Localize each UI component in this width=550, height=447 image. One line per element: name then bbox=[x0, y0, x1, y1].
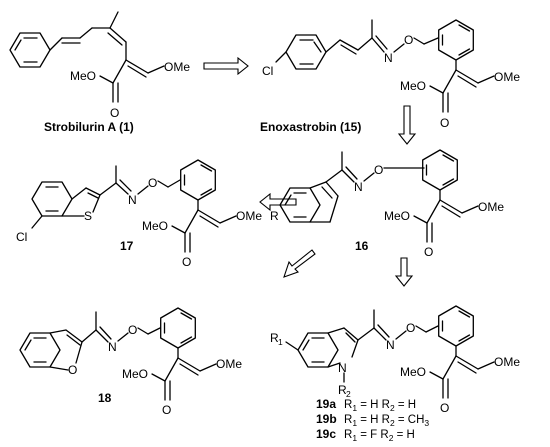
furan-oxygen-label: O bbox=[68, 363, 77, 377]
methoxy-label: OMe bbox=[164, 60, 190, 74]
oxime-oxygen-label: O bbox=[404, 33, 413, 47]
chlorine-label: Cl bbox=[262, 64, 273, 78]
methyl-ester-label: MeO bbox=[384, 209, 410, 223]
methoxy-label: OMe bbox=[216, 357, 242, 371]
compound-enoxastrobin: Cl N O MeO O OMe Enoxastrobin (15) bbox=[260, 19, 520, 134]
methoxy-label: OMe bbox=[236, 209, 262, 223]
oxime-nitrogen-label: N bbox=[108, 340, 117, 354]
carbonyl-oxygen-label: O bbox=[440, 401, 449, 415]
carbonyl-oxygen-label: O bbox=[162, 403, 171, 417]
compound-16: R N O MeO O OMe 16 bbox=[270, 149, 504, 259]
carbonyl-oxygen-label: O bbox=[440, 116, 449, 130]
compound-18: O N O MeO O OMe 18 bbox=[19, 307, 242, 417]
oxime-oxygen-label: O bbox=[148, 176, 157, 190]
compound-name-16: 16 bbox=[355, 239, 369, 253]
compound-17: S Cl N O MeO O OMe 17 bbox=[16, 159, 262, 269]
indole-nitrogen-label: N bbox=[338, 361, 347, 375]
arrow-16-to-17 bbox=[259, 192, 297, 212]
compound-name-enoxastrobin: Enoxastrobin (15) bbox=[260, 120, 361, 134]
methoxy-label: OMe bbox=[478, 200, 504, 214]
r1-substituent: R 1 bbox=[270, 331, 283, 347]
compound-name-18: 18 bbox=[98, 391, 112, 405]
r-substituent-label: R bbox=[270, 209, 279, 223]
arrow-strobilurin-to-enoxastrobin bbox=[203, 56, 249, 76]
thiophene-sulfur-label: S bbox=[84, 209, 92, 223]
methyl-ester-label: MeO bbox=[122, 367, 148, 381]
legend-19a: 19a R1 = H R2 = H bbox=[316, 397, 416, 413]
svg-text:2: 2 bbox=[346, 389, 351, 399]
svg-text:R: R bbox=[338, 383, 347, 397]
oxime-nitrogen-label: N bbox=[384, 51, 393, 65]
compound-name-strobilurin: Strobilurin A (1) bbox=[44, 120, 134, 134]
methyl-ester-label: MeO bbox=[400, 365, 426, 379]
compound-strobilurin-a: MeO O OMe Strobilurin A (1) bbox=[9, 11, 190, 134]
legend-19c: 19c R1 = F R2 = H bbox=[316, 427, 415, 443]
oxime-nitrogen-label: N bbox=[354, 180, 363, 194]
compound-name-17: 17 bbox=[120, 239, 134, 253]
chlorine-label: Cl bbox=[16, 230, 27, 244]
carbonyl-oxygen-label: O bbox=[182, 255, 191, 269]
compound-19: N R 2 R 1 N O MeO O OMe 19a R1 = H R2 = … bbox=[270, 305, 520, 443]
svg-text:R1 = H R2 = CH3: R1 = H R2 = CH3 bbox=[344, 414, 429, 428]
oxime-oxygen-label: O bbox=[128, 323, 137, 337]
svg-text:R1 = F R2 = H: R1 = F R2 = H bbox=[344, 429, 415, 443]
oxime-oxygen-label: O bbox=[406, 321, 415, 335]
carbonyl-oxygen-label: O bbox=[110, 106, 119, 120]
methyl-ester-label: MeO bbox=[142, 219, 168, 233]
svg-text:1: 1 bbox=[278, 337, 283, 347]
oxime-nitrogen-label: N bbox=[128, 193, 137, 207]
legend-19b: 19b R1 = H R2 = CH3 bbox=[316, 412, 429, 428]
arrow-16-to-19 bbox=[394, 257, 414, 287]
svg-text:19c: 19c bbox=[316, 427, 336, 441]
oxime-nitrogen-label: N bbox=[386, 338, 395, 352]
methyl-ester-label: MeO bbox=[400, 79, 426, 93]
arrow-16-to-18 bbox=[283, 249, 316, 278]
arrow-enoxastrobin-to-16 bbox=[397, 105, 417, 145]
methyl-ester-label: MeO bbox=[70, 69, 96, 83]
svg-text:19b: 19b bbox=[316, 412, 337, 426]
svg-text:R: R bbox=[270, 331, 279, 345]
carbonyl-oxygen-label: O bbox=[424, 245, 433, 259]
svg-text:19a: 19a bbox=[316, 397, 336, 411]
oxime-oxygen-label: O bbox=[374, 163, 383, 177]
methoxy-label: OMe bbox=[494, 355, 520, 369]
methoxy-label: OMe bbox=[494, 70, 520, 84]
svg-text:R1 = H R2 = H: R1 = H R2 = H bbox=[344, 399, 416, 413]
r2-substituent: R 2 bbox=[338, 383, 351, 399]
